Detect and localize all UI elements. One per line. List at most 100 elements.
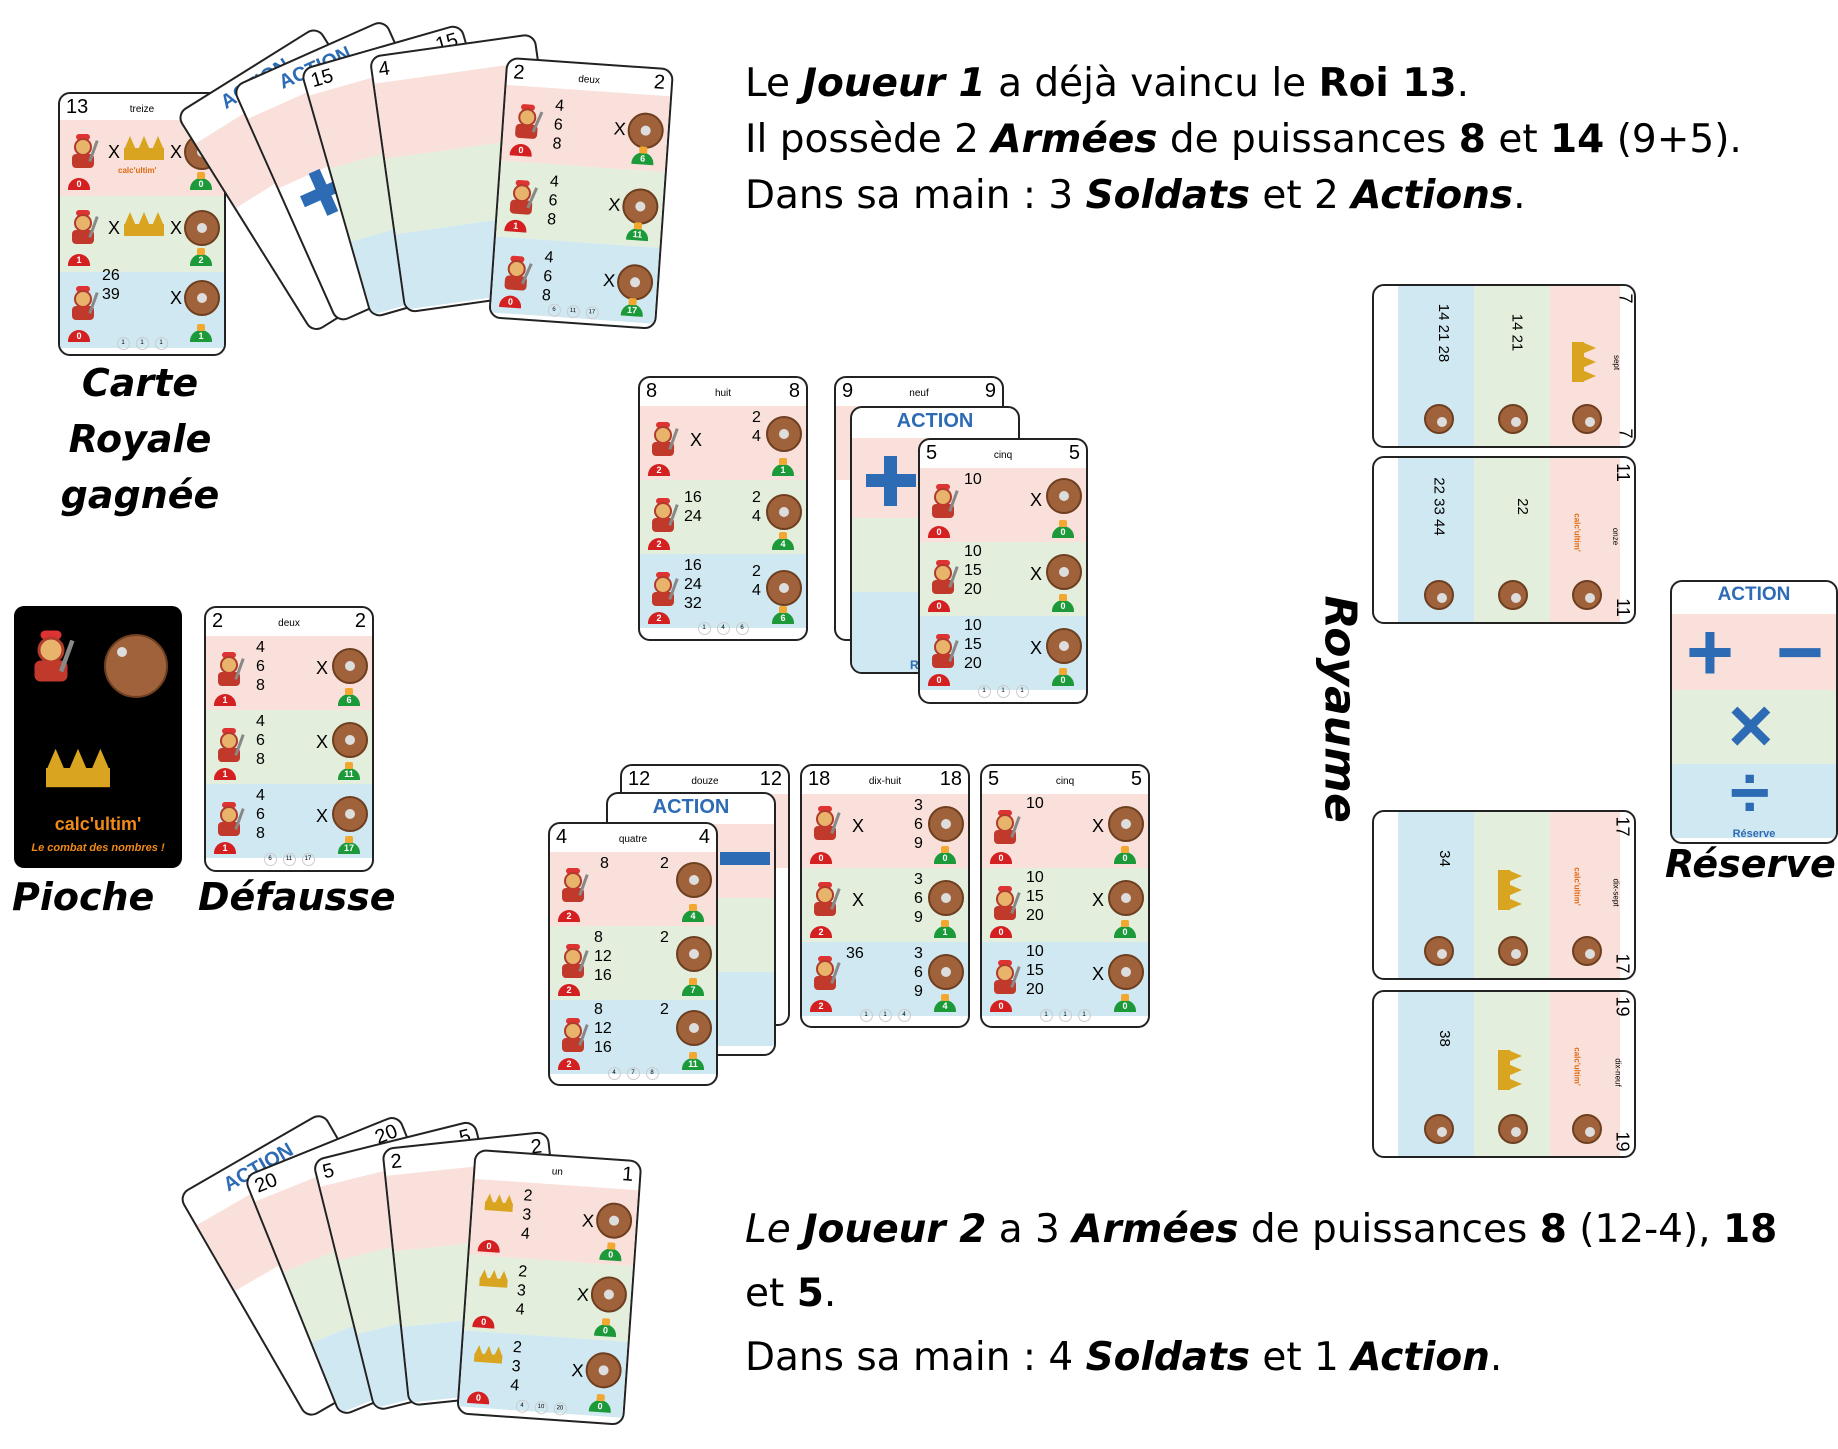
crown-icon: [46, 748, 110, 788]
card-name: treize: [129, 104, 155, 115]
soldier-icon: [556, 868, 590, 910]
kingdom-card-19[interactable]: 19 19 dix-neuf 38 calc'ultim': [1372, 990, 1636, 1158]
soldier-icon: [808, 956, 842, 998]
shield-icon: [1108, 806, 1144, 842]
soldier-icon: [988, 810, 1022, 852]
deck-tagline: Le combat des nombres !: [31, 842, 165, 854]
shield-icon: [928, 806, 964, 842]
shield-icon: [1424, 1114, 1454, 1144]
shield-icon: [1046, 628, 1082, 664]
kingdom-card-11[interactable]: 11 11 onze 22 33 44 22 calc'ultim': [1372, 456, 1636, 624]
crown-icon: [1498, 1050, 1522, 1090]
soldier-icon: [212, 652, 246, 694]
royal-logo: calc'ultim': [118, 166, 157, 175]
royal-card-label-line1: Carte Royale: [68, 361, 212, 461]
shield-icon: [1424, 936, 1454, 966]
soldier-icon: [212, 802, 246, 844]
kingdom-card-17[interactable]: 17 17 dix-sept 34 calc'ultim': [1372, 810, 1636, 980]
soldier-icon: [66, 134, 100, 176]
shield-icon: [1572, 1114, 1602, 1144]
shield-icon: [332, 648, 368, 684]
shield-icon: [1108, 954, 1144, 990]
player2-line1: Le Joueur 2 a 3 Armées de puissances 8 (…: [745, 1207, 1778, 1252]
card-number: 13: [66, 96, 89, 118]
crown-icon: [473, 1344, 504, 1364]
reserve-mini-label: Réserve: [1732, 828, 1776, 840]
shield-icon: [104, 634, 168, 698]
soldier-icon: [808, 806, 842, 848]
crown-icon: [479, 1269, 509, 1288]
shield-icon: [1498, 580, 1528, 610]
shield-icon: [1498, 1114, 1528, 1144]
action-title: ACTION: [1717, 584, 1791, 605]
shield-icon: [676, 1010, 712, 1046]
royal-card-label-line2: gagnée: [60, 473, 220, 517]
soldier-icon: [988, 886, 1022, 928]
soldier-icon: [808, 882, 842, 924]
crown-icon: [124, 136, 164, 160]
shield-icon: [766, 570, 802, 606]
shield-icon: [1046, 478, 1082, 514]
crown-icon: [124, 212, 164, 236]
discard-label: Défausse: [198, 875, 396, 919]
shield-icon: [1498, 936, 1528, 966]
soldier-icon: [988, 960, 1022, 1002]
shield-icon: [1424, 404, 1454, 434]
plus-icon: +: [1686, 607, 1734, 698]
shield-icon: [928, 954, 964, 990]
kingdom-label: Royaume: [1314, 595, 1366, 823]
shield-icon: [1572, 404, 1602, 434]
soldier-icon: [508, 103, 545, 147]
soldier-icon: [66, 286, 100, 328]
shield-icon: [1572, 580, 1602, 610]
soldier-icon: [498, 255, 535, 299]
minus-icon: −: [1776, 607, 1824, 698]
player1-line2: Il possède 2 Armées de puissances 8 et 1…: [745, 117, 1742, 162]
shield-icon: [184, 280, 220, 316]
shield-icon: [676, 936, 712, 972]
shield-icon: [1424, 580, 1454, 610]
soldier-icon: [503, 179, 540, 223]
reserve-action-card[interactable]: ACTION + − × ÷ Réserve: [1670, 580, 1838, 844]
shield-icon: [766, 494, 802, 530]
crown-icon: [484, 1193, 514, 1212]
player1-description: Le Joueur 1 a déjà vaincu le Roi 13. Il …: [745, 56, 1742, 224]
draw-pile[interactable]: calc'ultim' Le combat des nombres !: [14, 606, 182, 868]
soldier-icon: [556, 1018, 590, 1060]
shield-icon: [928, 880, 964, 916]
shield-icon: [1498, 404, 1528, 434]
player1-line1: Le Joueur 1 a déjà vaincu le Roi 13.: [745, 61, 1470, 106]
shield-icon: [766, 416, 802, 452]
player1-line3: Dans sa main : 3 Soldats et 2 Actions.: [745, 173, 1526, 218]
crown-icon: [1572, 342, 1596, 382]
divide-icon: ÷: [1730, 753, 1770, 833]
shield-icon: [676, 862, 712, 898]
soldier-icon: [646, 572, 680, 614]
crown-icon: [1498, 870, 1522, 910]
player2-line3: Dans sa main : 4 Soldats et 1 Action.: [745, 1335, 1503, 1380]
kingdom-card-7[interactable]: 7 7 sept 14 21 28 14 21: [1372, 284, 1636, 448]
royal-logo: calc'ultim': [1572, 867, 1582, 906]
royal-logo: calc'ultim': [1572, 513, 1582, 552]
shield-icon: [332, 722, 368, 758]
royal-card-label: Carte Royale gagnée: [10, 355, 270, 523]
soldier-icon: [66, 210, 100, 252]
soldier-icon: [926, 634, 960, 676]
soldier-icon: [926, 484, 960, 526]
royal-logo: calc'ultim': [1572, 1047, 1582, 1086]
reserve-label: Réserve: [1665, 842, 1836, 886]
shield-icon: [1046, 554, 1082, 590]
soldier-icon: [926, 560, 960, 602]
shield-icon: [1108, 880, 1144, 916]
soldier-icon: [646, 422, 680, 464]
soldier-icon: [556, 944, 590, 986]
player2-line2: et 5.: [745, 1271, 837, 1316]
